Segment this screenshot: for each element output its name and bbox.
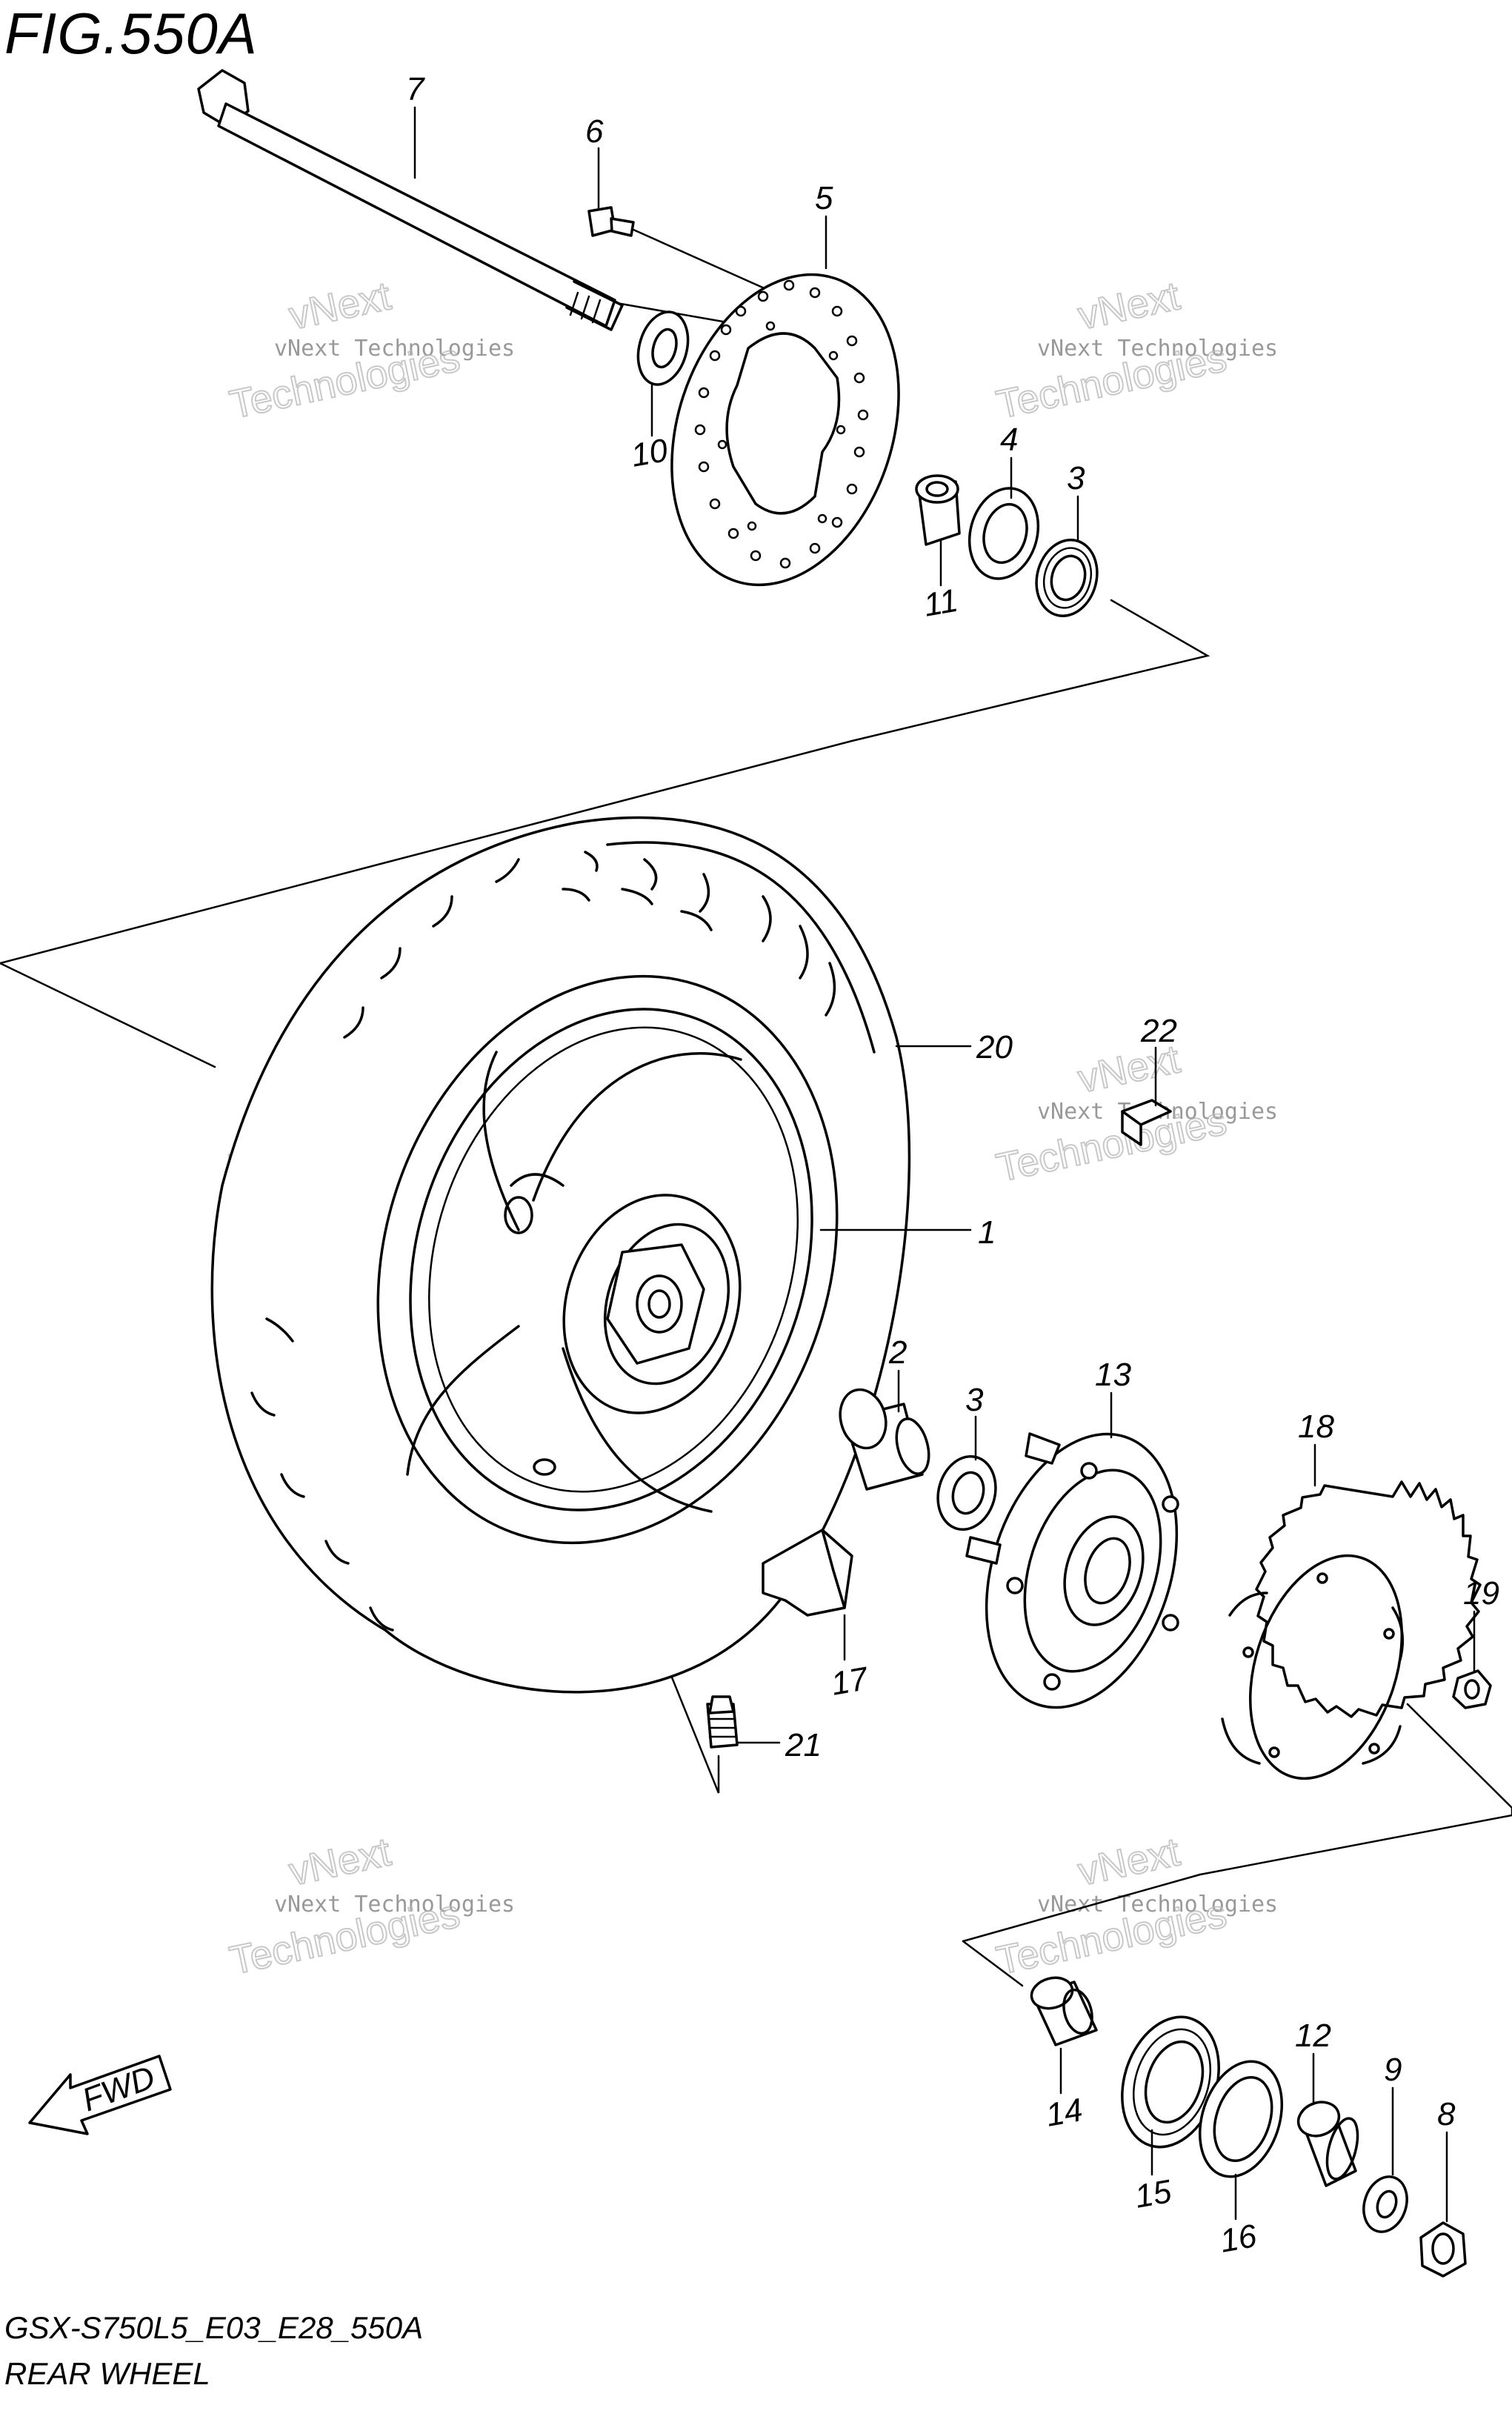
callout-14[interactable]: 14 — [1043, 2047, 1085, 2134]
damper-part-17[interactable] — [762, 1529, 853, 1617]
wheel-rim-part-1[interactable] — [307, 916, 908, 1603]
valve-part-21[interactable] — [706, 1695, 739, 1749]
figure-name: REAR WHEEL — [4, 2356, 210, 2391]
spacer-part-2[interactable] — [834, 1385, 934, 1491]
bearing-part-15[interactable] — [1106, 2004, 1235, 2160]
svg-text:8: 8 — [1437, 2096, 1456, 2132]
callout-5[interactable]: 5 — [815, 180, 833, 270]
axle-part-7[interactable] — [197, 69, 624, 331]
oil-seal-part-16[interactable] — [1186, 2051, 1296, 2187]
svg-text:3: 3 — [965, 1382, 984, 1418]
svg-text:10: 10 — [628, 432, 670, 474]
svg-text:1: 1 — [978, 1214, 996, 1251]
svg-text:5: 5 — [815, 180, 833, 216]
fwd-label: FWD — [78, 2059, 160, 2118]
watermark: vNext vNext Technologies Technologies — [225, 273, 515, 428]
callout-16[interactable]: 16 — [1217, 2173, 1259, 2260]
balance-weight-part-22[interactable] — [1121, 1099, 1172, 1146]
svg-text:vNext Technologies: vNext Technologies — [1037, 1892, 1278, 1918]
bearing-part-3-upper[interactable] — [1028, 533, 1105, 622]
svg-text:16: 16 — [1217, 2218, 1259, 2260]
callout-10[interactable]: 10 — [628, 384, 670, 474]
callout-18[interactable]: 18 — [1298, 1408, 1334, 1487]
svg-text:vNext: vNext — [285, 1829, 395, 1894]
sprocket-drum-part-13[interactable] — [953, 1409, 1210, 1732]
svg-text:vNext Technologies: vNext Technologies — [1037, 336, 1278, 362]
washer-part-9[interactable] — [1357, 2171, 1414, 2238]
brake-disc-part-5[interactable] — [634, 245, 937, 615]
watermark: vNext vNext Technologies Technologies — [992, 273, 1278, 428]
svg-text:14: 14 — [1043, 2092, 1085, 2134]
svg-text:22: 22 — [1140, 1013, 1177, 1049]
svg-text:11: 11 — [921, 582, 961, 624]
svg-text:vNext: vNext — [285, 273, 395, 338]
svg-text:13: 13 — [1095, 1357, 1131, 1393]
callout-11[interactable]: 11 — [921, 539, 961, 624]
svg-text:9: 9 — [1384, 2052, 1402, 2088]
callout-6[interactable]: 6 — [585, 113, 604, 209]
callout-13[interactable]: 13 — [1095, 1357, 1131, 1439]
spacer-part-12[interactable] — [1293, 2097, 1363, 2187]
svg-text:vNext: vNext — [1074, 273, 1184, 338]
bearing-part-3-lower[interactable] — [930, 1450, 1003, 1536]
callout-3-lower[interactable]: 3 — [965, 1382, 984, 1461]
callout-9[interactable]: 9 — [1384, 2052, 1402, 2176]
oil-seal-part-4[interactable] — [959, 480, 1048, 586]
fwd-arrow-icon: FWD — [28, 2055, 172, 2135]
callout-15[interactable]: 15 — [1132, 2129, 1174, 2215]
watermark: vNext vNext Technologies Technologies — [992, 1829, 1278, 1983]
svg-text:vNext Technologies: vNext Technologies — [274, 336, 515, 362]
callout-8[interactable]: 8 — [1437, 2096, 1456, 2223]
svg-text:4: 4 — [1000, 422, 1018, 458]
svg-text:12: 12 — [1295, 2018, 1331, 2054]
callout-12[interactable]: 12 — [1295, 2018, 1331, 2106]
svg-text:21: 21 — [785, 1727, 822, 1763]
callout-17[interactable]: 17 — [828, 1614, 871, 1703]
bolt-part-6[interactable] — [587, 206, 635, 237]
nut-part-8[interactable] — [1419, 2221, 1467, 2278]
svg-text:7: 7 — [406, 71, 425, 107]
callout-2[interactable]: 2 — [888, 1334, 907, 1413]
spacer-part-11[interactable] — [915, 474, 961, 546]
tire-tread — [250, 851, 836, 1632]
fig-title: FIG.550A — [4, 1, 258, 66]
callouts: 7 6 5 10 4 3 11 20 — [406, 71, 1499, 2260]
svg-text:19: 19 — [1463, 1575, 1499, 1612]
callout-21[interactable]: 21 — [736, 1727, 822, 1763]
sprocket-part-18[interactable] — [1221, 1480, 1482, 1798]
callout-22[interactable]: 22 — [1140, 1013, 1177, 1107]
callout-7[interactable]: 7 — [406, 71, 425, 179]
svg-text:3: 3 — [1067, 460, 1085, 496]
svg-text:6: 6 — [585, 113, 604, 150]
svg-text:2: 2 — [888, 1334, 907, 1371]
model-code: GSX-S750L5_E03_E28_550A — [4, 2310, 424, 2345]
spacer-part-14[interactable] — [1028, 1973, 1098, 2046]
svg-text:15: 15 — [1132, 2173, 1174, 2215]
nut-part-19[interactable] — [1452, 1669, 1492, 1709]
svg-text:18: 18 — [1298, 1408, 1334, 1445]
svg-text:vNext Technologies: vNext Technologies — [274, 1892, 515, 1918]
callout-20[interactable]: 20 — [895, 1029, 1013, 1065]
callout-19[interactable]: 19 — [1463, 1575, 1499, 1672]
callout-4[interactable]: 4 — [1000, 422, 1018, 499]
washer-part-10[interactable] — [630, 306, 696, 390]
svg-text:20: 20 — [976, 1029, 1013, 1065]
callout-1[interactable]: 1 — [819, 1214, 996, 1251]
watermark: vNext vNext Technologies Technologies — [225, 1829, 515, 1983]
svg-text:17: 17 — [828, 1660, 871, 1703]
disc-holes — [694, 279, 869, 569]
callout-3-upper[interactable]: 3 — [1067, 460, 1085, 542]
